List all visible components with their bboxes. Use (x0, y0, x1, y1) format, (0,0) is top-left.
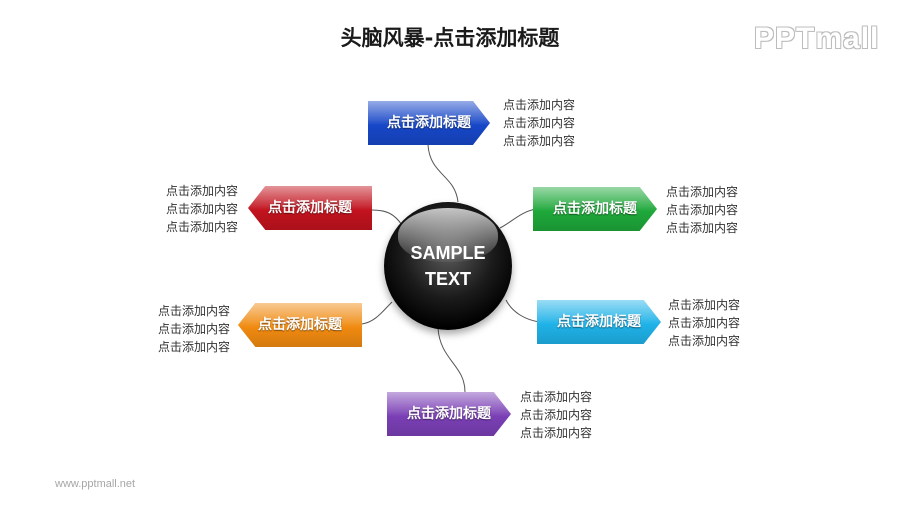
page-title: 头脑风暴-点击添加标题 (340, 26, 560, 50)
connector-left-lower (361, 301, 393, 325)
desc-line: 点击添加内容 (666, 185, 739, 199)
topic-label-bottom[interactable]: 点击添加标题 (387, 392, 511, 436)
desc-line: 点击添加内容 (157, 340, 230, 354)
topic-label-top[interactable]: 点击添加标题 (368, 101, 490, 145)
topic-desc-right-lower: 点击添加内容 点击添加内容 点击添加内容 (668, 296, 740, 350)
desc-line: 点击添加内容 (157, 322, 230, 336)
connector-left-upper (371, 209, 403, 226)
connector-bottom (437, 327, 466, 393)
desc-line: 点击添加内容 (165, 220, 238, 234)
topic-label-text: 点击添加标题 (387, 115, 471, 131)
center-hub: SAMPLE TEXT (384, 202, 512, 330)
desc-line: 点击添加内容 (520, 426, 593, 440)
desc-line: 点击添加内容 (520, 390, 593, 404)
topic-label-right-lower[interactable]: 点击添加标题 (537, 300, 661, 344)
topic-label-text: 点击添加标题 (557, 314, 641, 330)
connector-right-upper (499, 208, 537, 229)
topic-label-left-upper[interactable]: 点击添加标题 (248, 186, 372, 230)
topic-desc-left-lower: 点击添加内容 点击添加内容 点击添加内容 (140, 302, 230, 356)
desc-line: 点击添加内容 (666, 203, 739, 217)
topic-label-text: 点击添加标题 (407, 406, 491, 422)
topic-desc-bottom: 点击添加内容 点击添加内容 点击添加内容 (520, 388, 592, 442)
desc-line: 点击添加内容 (503, 116, 576, 130)
desc-line: 点击添加内容 (668, 298, 741, 312)
hub-text-line1: SAMPLE (410, 243, 486, 263)
connector-top (427, 144, 459, 203)
logo: PPTmall (754, 22, 880, 55)
desc-line: 点击添加内容 (165, 202, 238, 216)
topic-desc-left-upper: 点击添加内容 点击添加内容 点击添加内容 (148, 182, 238, 236)
topic-label-text: 点击添加标题 (258, 317, 342, 333)
topic-label-text: 点击添加标题 (553, 201, 637, 217)
desc-line: 点击添加内容 (668, 316, 741, 330)
desc-line: 点击添加内容 (503, 98, 576, 112)
topic-desc-right-upper: 点击添加内容 点击添加内容 点击添加内容 (666, 183, 738, 237)
desc-line: 点击添加内容 (668, 334, 741, 348)
topic-label-left-lower[interactable]: 点击添加标题 (238, 303, 362, 347)
desc-line: 点击添加内容 (520, 408, 593, 422)
topic-label-right-upper[interactable]: 点击添加标题 (533, 187, 657, 231)
connector-right-lower (505, 299, 541, 323)
desc-line: 点击添加内容 (666, 221, 739, 235)
topic-label-text: 点击添加标题 (268, 200, 352, 216)
desc-line: 点击添加内容 (157, 304, 230, 318)
hub-text-line2: TEXT (424, 269, 471, 289)
desc-line: 点击添加内容 (165, 184, 238, 198)
topic-desc-top: 点击添加内容 点击添加内容 点击添加内容 (503, 96, 575, 150)
desc-line: 点击添加内容 (503, 134, 576, 148)
footer-url: www.pptmall.net (55, 478, 136, 490)
